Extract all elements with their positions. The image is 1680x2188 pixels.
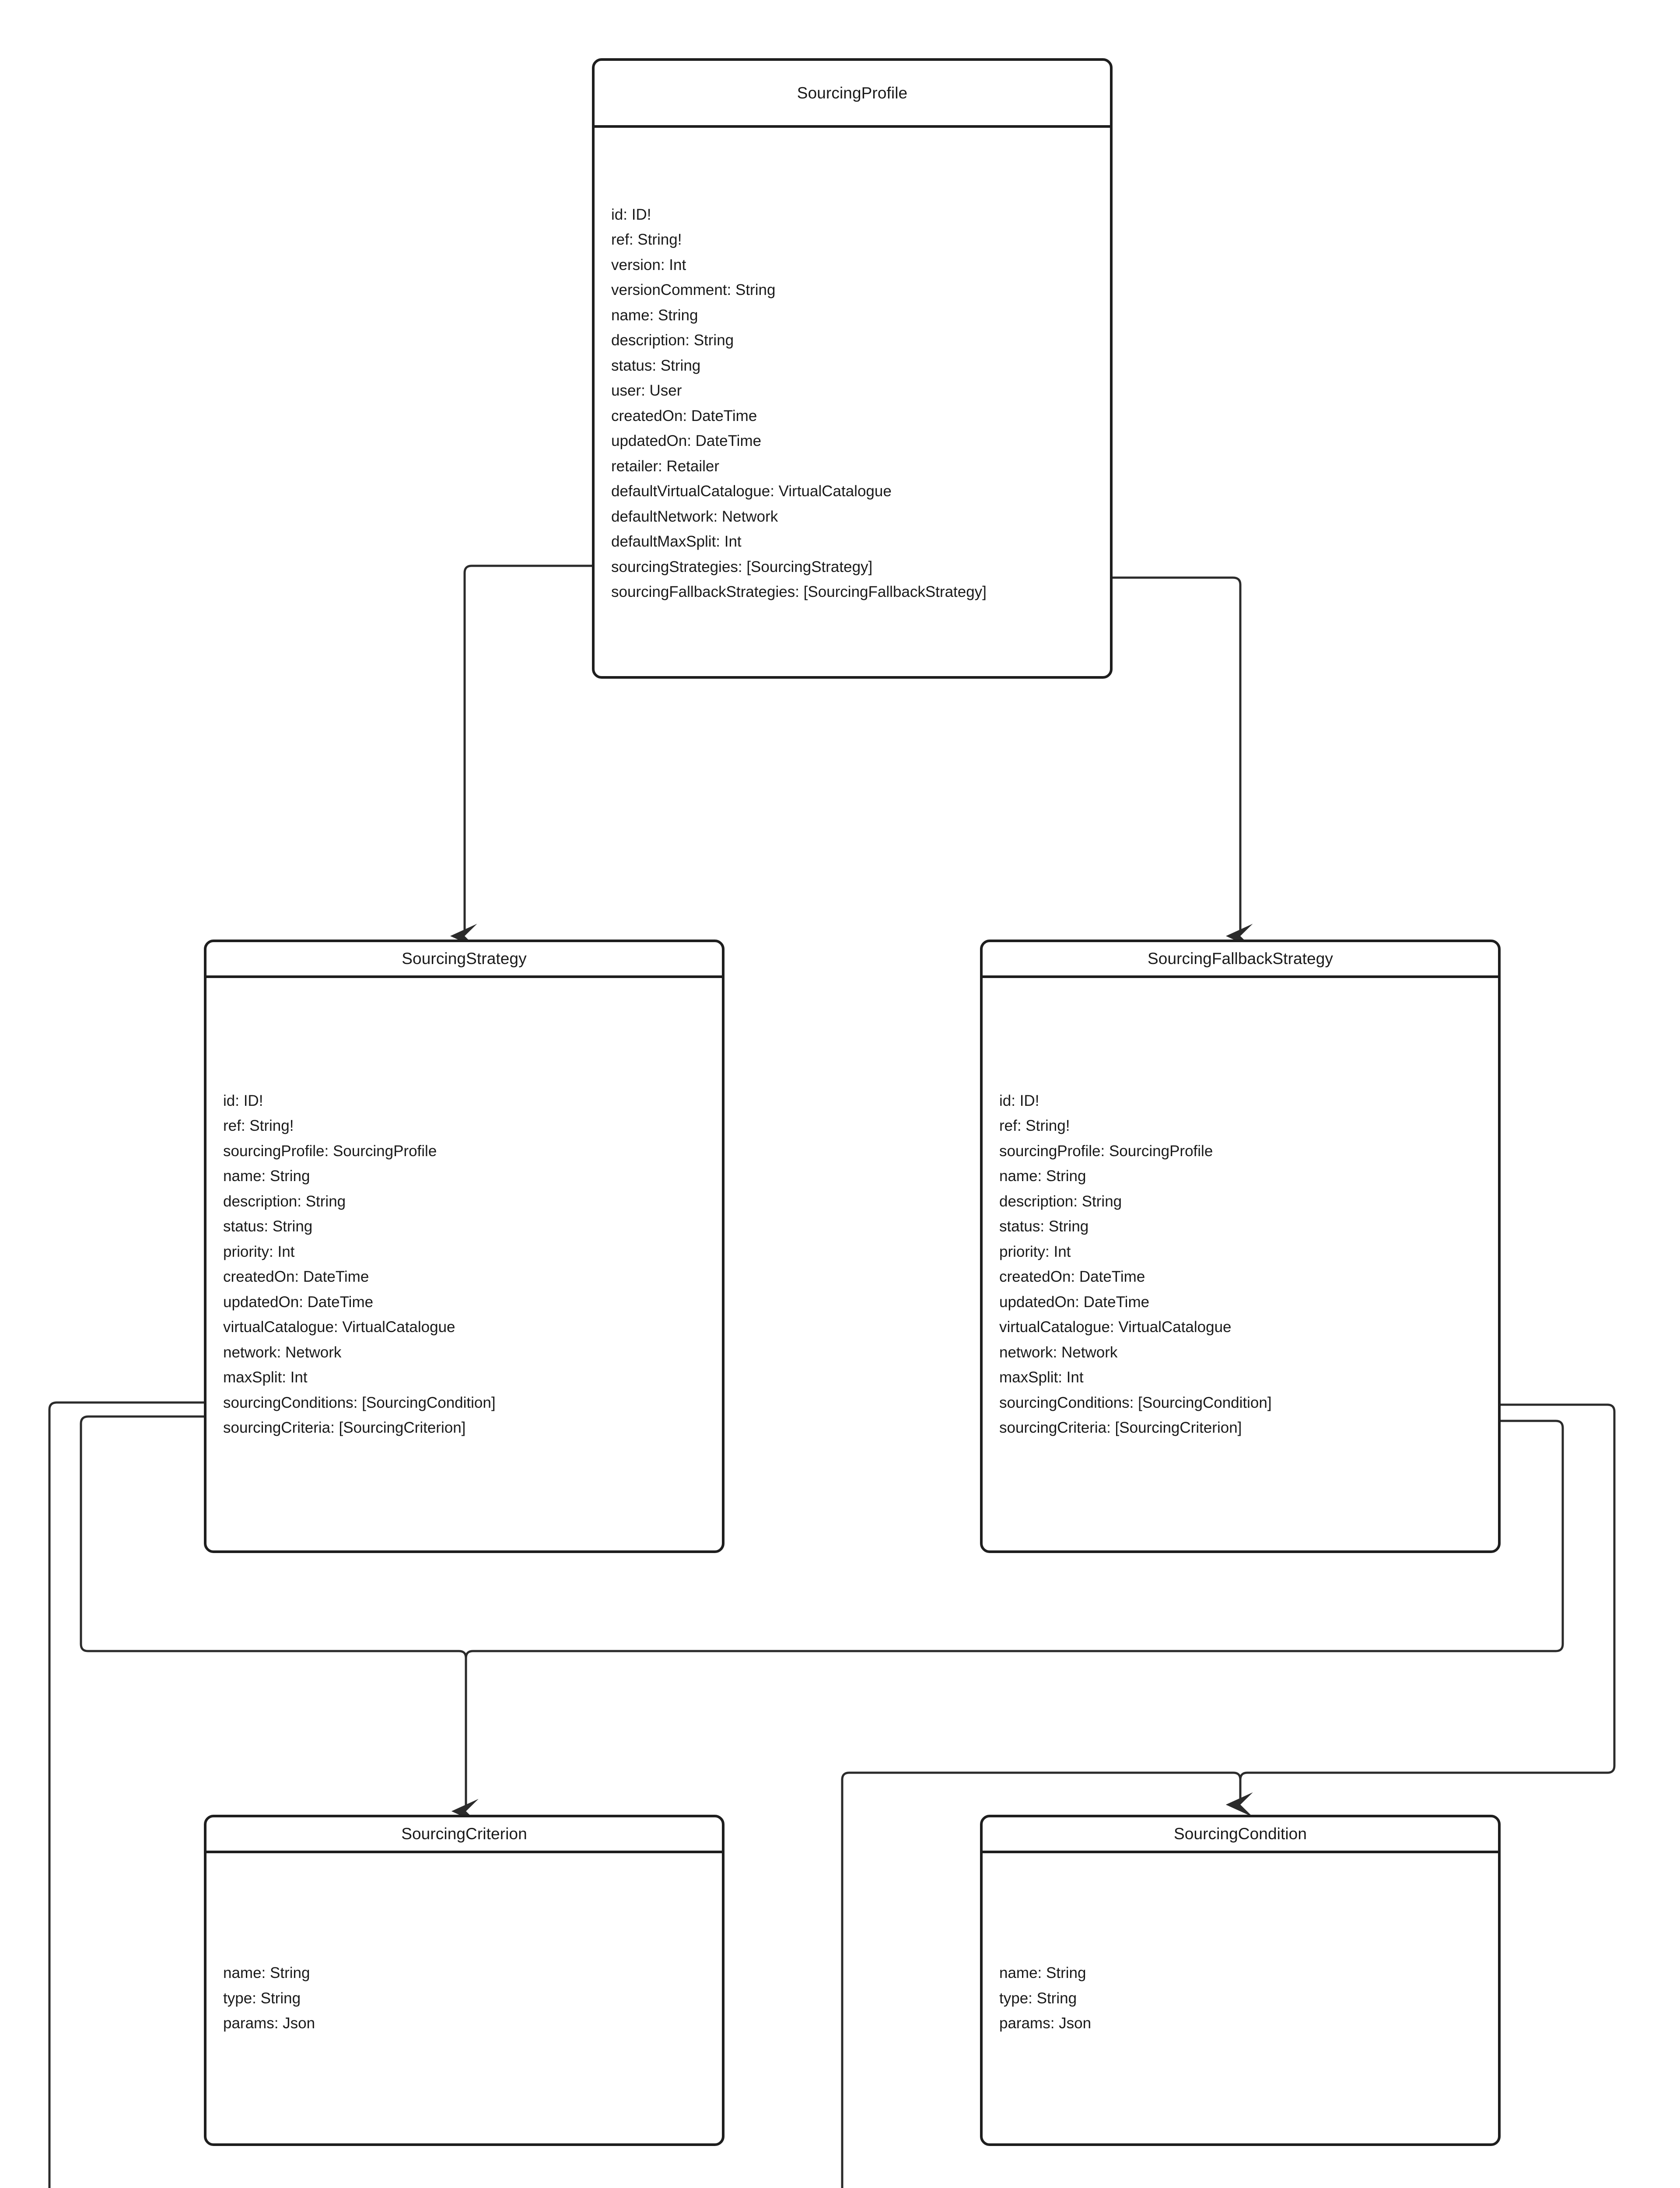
class-header-sourcing-criterion: SourcingCriterion (206, 1817, 722, 1853)
class-fields-sourcing-condition: name: String type: String params: Json (983, 1853, 1498, 2143)
field: updatedOn: DateTime (999, 1293, 1150, 1311)
field: sourcingCriteria: [SourcingCriterion] (223, 1419, 466, 1436)
field: name: String (611, 306, 698, 324)
field: status: String (999, 1218, 1089, 1235)
field: network: Network (223, 1343, 342, 1361)
field: type: String (999, 1989, 1077, 2007)
class-box-sourcing-profile[interactable]: SourcingProfile id: ID! ref: String! ver… (592, 58, 1113, 679)
class-title: SourcingProfile (797, 84, 908, 102)
field: network: Network (999, 1343, 1118, 1361)
class-box-sourcing-criterion[interactable]: SourcingCriterion name: String type: Str… (204, 1815, 724, 2146)
class-title: SourcingCondition (1173, 1825, 1307, 1843)
field: user: User (611, 382, 682, 399)
field: description: String (999, 1192, 1122, 1210)
field: createdOn: DateTime (611, 407, 757, 424)
field: name: String (999, 1964, 1086, 1982)
field: createdOn: DateTime (999, 1268, 1145, 1285)
field: status: String (223, 1218, 313, 1235)
field: id: ID! (611, 206, 651, 223)
class-title: SourcingCriterion (401, 1825, 527, 1843)
class-header-sourcing-condition: SourcingCondition (983, 1817, 1498, 1853)
field: createdOn: DateTime (223, 1268, 369, 1285)
field: sourcingStrategies: [SourcingStrategy] (611, 558, 873, 575)
field: updatedOn: DateTime (223, 1293, 374, 1311)
field: params: Json (223, 2015, 315, 2032)
field: sourcingConditions: [SourcingCondition] (999, 1394, 1272, 1411)
field: type: String (223, 1989, 301, 2007)
class-fields-sourcing-strategy: id: ID! ref: String! sourcingProfile: So… (206, 978, 722, 1550)
relation-profile-to-fallback-strategy (1113, 576, 1253, 949)
field: name: String (223, 1168, 310, 1185)
field: params: Json (999, 2015, 1092, 2032)
field: id: ID! (999, 1092, 1040, 1109)
field: priority: Int (999, 1243, 1071, 1260)
field: ref: String! (223, 1117, 294, 1134)
field: virtualCatalogue: VirtualCatalogue (999, 1318, 1232, 1336)
class-box-sourcing-fallback-strategy[interactable]: SourcingFallbackStrategy id: ID! ref: St… (980, 940, 1501, 1553)
field: version: Int (611, 256, 686, 274)
field: updatedOn: DateTime (611, 432, 762, 449)
class-header-sourcing-profile: SourcingProfile (595, 61, 1110, 128)
field: sourcingConditions: [SourcingCondition] (223, 1394, 496, 1411)
field: priority: Int (223, 1243, 295, 1260)
field: name: String (223, 1964, 310, 1982)
field: maxSplit: Int (223, 1369, 308, 1386)
field: description: String (611, 332, 734, 349)
class-header-sourcing-fallback-strategy: SourcingFallbackStrategy (983, 942, 1498, 978)
field: status: String (611, 357, 701, 374)
field: virtualCatalogue: VirtualCatalogue (223, 1318, 455, 1336)
class-fields-sourcing-profile: id: ID! ref: String! version: Int versio… (595, 128, 1110, 679)
class-title: SourcingFallbackStrategy (1148, 950, 1333, 968)
field: sourcingFallbackStrategies: [SourcingFal… (611, 583, 987, 600)
field: defaultVirtualCatalogue: VirtualCatalogu… (611, 483, 892, 500)
field: sourcingCriteria: [SourcingCriterion] (999, 1419, 1242, 1436)
field: sourcingProfile: SourcingProfile (999, 1142, 1213, 1160)
field: ref: String! (999, 1117, 1070, 1134)
class-header-sourcing-strategy: SourcingStrategy (206, 942, 722, 978)
field: description: String (223, 1192, 346, 1210)
class-fields-sourcing-fallback-strategy: id: ID! ref: String! sourcingProfile: So… (983, 978, 1498, 1550)
field: defaultNetwork: Network (611, 508, 778, 525)
field: retailer: Retailer (611, 457, 720, 475)
field: id: ID! (223, 1092, 263, 1109)
field: versionComment: String (611, 281, 776, 298)
class-box-sourcing-condition[interactable]: SourcingCondition name: String type: Str… (980, 1815, 1501, 2146)
field: sourcingProfile: SourcingProfile (223, 1142, 437, 1160)
field: ref: String! (611, 231, 682, 248)
class-box-sourcing-strategy[interactable]: SourcingStrategy id: ID! ref: String! so… (204, 940, 724, 1553)
class-title: SourcingStrategy (402, 950, 527, 968)
relation-profile-to-strategy (450, 565, 592, 949)
field: defaultMaxSplit: Int (611, 533, 742, 550)
field: name: String (999, 1168, 1086, 1185)
field: maxSplit: Int (999, 1369, 1084, 1386)
class-fields-sourcing-criterion: name: String type: String params: Json (206, 1853, 722, 2143)
